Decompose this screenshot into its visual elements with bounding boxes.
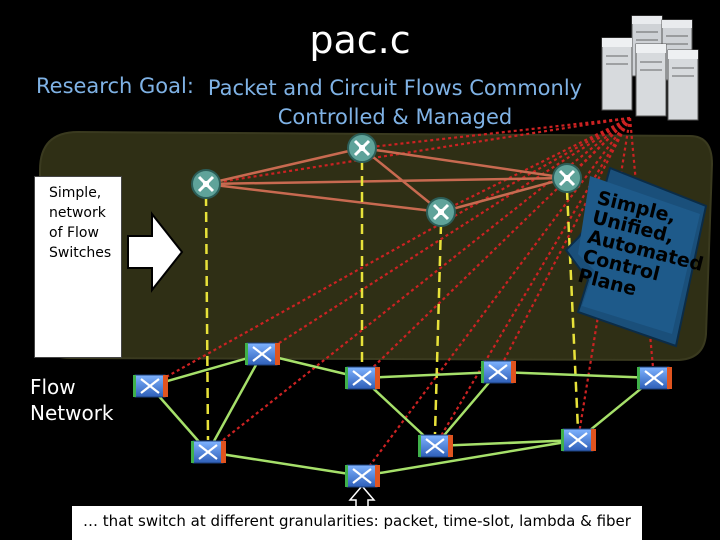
server-unit (667, 49, 699, 121)
flow-label-line1: Flow (30, 375, 76, 399)
control-plane-links (205, 146, 568, 214)
research-goal-label: Research Goal: (36, 74, 194, 98)
page-title: pac.c (309, 18, 411, 62)
flow-switch-icon (345, 464, 380, 488)
side-box-line3: of Flow (49, 225, 99, 241)
flow-switch-icon (637, 366, 672, 390)
server-unit (635, 43, 667, 117)
vertical-links (204, 160, 580, 441)
flow-switch-icon (245, 342, 280, 366)
flow-switch-icon (418, 434, 453, 458)
side-box-line4: Switches (49, 245, 112, 261)
flow-switch-icon (133, 374, 168, 398)
control-switch-icon (426, 197, 456, 227)
side-description-box: Simple, network of Flow Switches (34, 176, 122, 358)
server-unit (601, 37, 633, 111)
flow-switch-icon (561, 428, 596, 452)
research-goal-line2: Controlled & Managed (277, 105, 513, 129)
flow-switch-icon (481, 360, 516, 384)
right-arrow-icon (127, 211, 184, 293)
side-box-line1: Simple, (49, 185, 102, 201)
flow-switch-icon (345, 366, 380, 390)
research-goal-line1: Packet and Circuit Flows Commonly (207, 76, 583, 100)
flow-switch-icon (191, 440, 226, 464)
footer-caption: … that switch at different granularities… (72, 506, 642, 540)
control-switch-icon (347, 133, 377, 163)
flow-label-line2: Network (30, 401, 114, 425)
flow-network-label: Flow Network (30, 374, 114, 426)
side-box-line2: network (49, 205, 106, 221)
control-switch-icon (552, 163, 582, 193)
control-switch-icon (191, 169, 221, 199)
server-stack-icon (601, 15, 699, 121)
research-goal-text: Packet and Circuit Flows Commonly Contro… (205, 74, 585, 132)
callout-shape (564, 166, 708, 348)
